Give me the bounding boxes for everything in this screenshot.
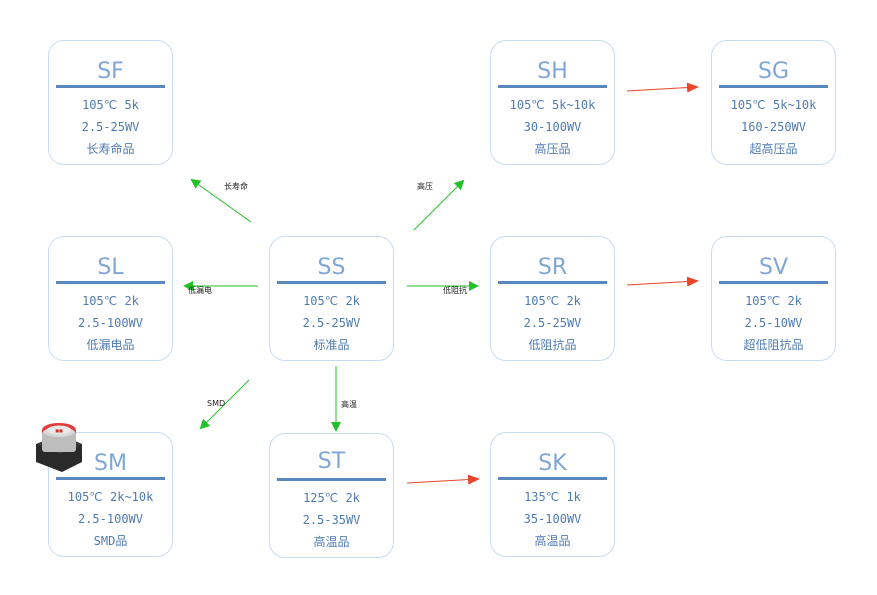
- svg-text:■■: ■■: [55, 428, 63, 433]
- node-spec-temp-life: 105℃ 5k~10k: [509, 98, 596, 112]
- node-sf: SF 105℃ 5k 2.5-25WV 长寿命品: [48, 40, 173, 165]
- node-spec-type: 高温品: [534, 534, 571, 548]
- node-title: SK: [538, 451, 567, 476]
- node-sk: SK 135℃ 1k 35-100WV 高温品: [490, 432, 615, 557]
- node-title: SL: [97, 255, 124, 280]
- node-divider: [498, 477, 607, 480]
- node-divider: [498, 85, 607, 88]
- node-spec-temp-life: 125℃ 2k: [303, 491, 360, 505]
- edge-label-smd: SMD: [207, 399, 226, 408]
- node-spec-voltage: 2.5-25WV: [523, 316, 582, 330]
- node-sr: SR 105℃ 2k 2.5-25WV 低阻抗品: [490, 236, 615, 361]
- node-spec-temp-life: 135℃ 1k: [524, 490, 581, 504]
- edge-label-long-life: 长寿命: [224, 182, 248, 191]
- node-title: ST: [317, 449, 346, 474]
- node-spec-voltage: 2.5-35WV: [302, 513, 361, 527]
- node-title: SV: [758, 255, 788, 280]
- node-title: SR: [537, 255, 568, 280]
- node-spec-voltage: 2.5-100WV: [77, 512, 144, 526]
- edge-label-low-leakage: 低漏电: [188, 286, 212, 295]
- edge-label-low-impedance: 低阻抗: [443, 286, 467, 295]
- node-spec-voltage: 2.5-25WV: [81, 120, 140, 134]
- node-spec-type: 低阻抗品: [528, 338, 577, 352]
- node-spec-voltage: 2.5-25WV: [302, 316, 361, 330]
- node-spec-voltage: 2.5-100WV: [77, 316, 144, 330]
- node-spec-temp-life: 105℃ 2k: [82, 294, 139, 308]
- edge-ss-sf: [190, 178, 252, 223]
- node-title: SS: [317, 255, 346, 280]
- node-title: SM: [94, 451, 127, 476]
- edge-ss-sh: [413, 179, 465, 231]
- node-divider: [56, 477, 165, 480]
- node-divider: [277, 478, 386, 481]
- edge-sr-sv: [626, 276, 699, 287]
- node-title: SH: [537, 59, 568, 84]
- node-spec-type: 超低阻抗品: [743, 338, 804, 352]
- node-divider: [719, 281, 828, 284]
- node-divider: [498, 281, 607, 284]
- node-spec-voltage: 35-100WV: [523, 512, 582, 526]
- edge-ss-sm: [199, 379, 250, 430]
- node-title: SF: [97, 59, 124, 84]
- edge-sh-sg: [626, 82, 699, 93]
- node-spec-temp-life: 105℃ 2k~10k: [67, 490, 154, 504]
- node-spec-temp-life: 105℃ 5k: [82, 98, 139, 112]
- node-spec-type: 标准品: [313, 338, 350, 352]
- edge-label-high-voltage: 高压: [417, 182, 433, 191]
- edge-label-high-temp: 高温: [341, 400, 357, 409]
- node-divider: [56, 281, 165, 284]
- node-spec-voltage: 2.5-10WV: [744, 316, 803, 330]
- node-spec-type: 高压品: [534, 142, 571, 156]
- edge-st-sk: [406, 474, 480, 485]
- node-ss: SS 105℃ 2k 2.5-25WV 标准品: [269, 236, 394, 361]
- node-spec-type: 超高压品: [749, 142, 798, 156]
- capacitor-chip-icon: ■■: [36, 423, 82, 472]
- node-spec-voltage: 30-100WV: [523, 120, 582, 134]
- node-divider: [277, 281, 386, 284]
- node-sg: SG 105℃ 5k~10k 160-250WV 超高压品: [711, 40, 836, 165]
- node-spec-type: 长寿命品: [86, 142, 135, 156]
- node-divider: [56, 85, 165, 88]
- node-spec-type: SMD品: [93, 534, 128, 548]
- node-spec-temp-life: 105℃ 2k: [745, 294, 802, 308]
- node-sh: SH 105℃ 5k~10k 30-100WV 高压品: [490, 40, 615, 165]
- node-spec-type: 高温品: [313, 535, 350, 549]
- node-title: SG: [757, 59, 789, 84]
- node-spec-temp-life: 105℃ 2k: [524, 294, 581, 308]
- node-spec-type: 低漏电品: [86, 338, 135, 352]
- node-spec-voltage: 160-250WV: [740, 120, 807, 134]
- node-spec-temp-life: 105℃ 2k: [303, 294, 360, 308]
- node-st: ST 125℃ 2k 2.5-35WV 高温品: [269, 433, 394, 558]
- node-sv: SV 105℃ 2k 2.5-10WV 超低阻抗品: [711, 236, 836, 361]
- node-sm: SM 105℃ 2k~10k 2.5-100WV SMD品: [48, 432, 173, 557]
- node-divider: [719, 85, 828, 88]
- node-spec-temp-life: 105℃ 5k~10k: [730, 98, 817, 112]
- node-sl: SL 105℃ 2k 2.5-100WV 低漏电品: [48, 236, 173, 361]
